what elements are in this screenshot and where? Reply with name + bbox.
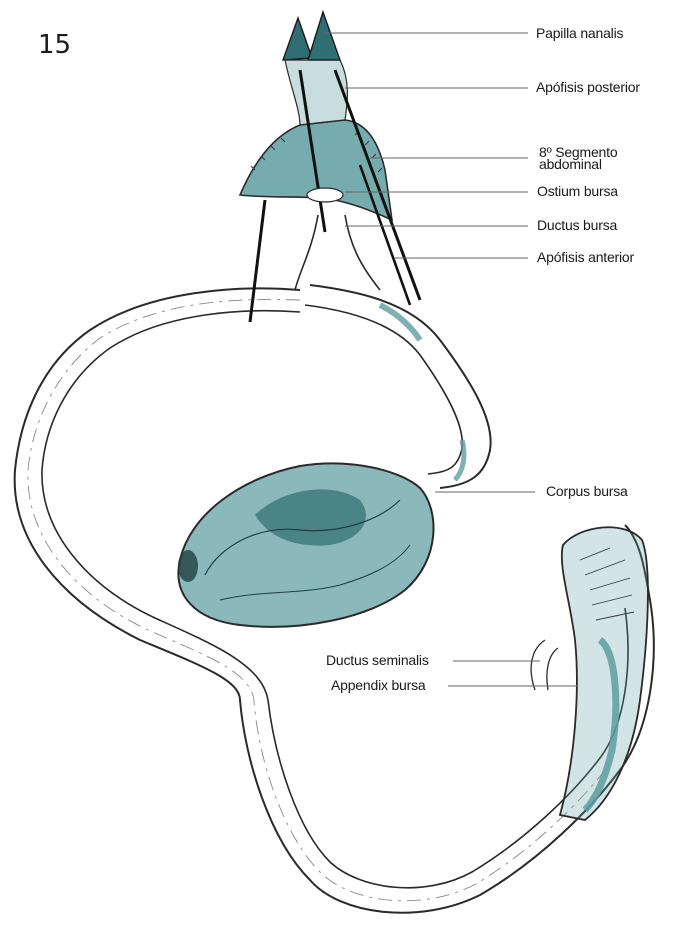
label-appendix-bursa: Appendix bursa [331,677,426,693]
ductus-loop-stain [380,305,420,340]
corpus-bursa-dark-spot [178,550,198,582]
ductus-loop-inner [305,305,462,474]
label-apofisis-posterior: Apófisis posterior [536,79,640,95]
posterior-segments [285,60,347,125]
corpus-bursa-shape [178,463,433,626]
figure-number: 15 [38,30,71,60]
label-apofisis-anterior: Apófisis anterior [537,249,634,265]
ductus-loop-stain-2 [455,440,464,480]
label-papilla-nanalis: Papilla nanalis [536,25,623,41]
label-corpus-bursa: Corpus bursa [546,483,628,499]
label-segmento-abdominal: 8º Segmento abdominal [539,146,617,170]
ostium-bursa-opening [307,188,343,202]
papilla-analis-right [308,12,340,60]
label-ostium-bursa: Ostium bursa [537,183,618,199]
papilla-analis-left [283,18,312,60]
apophysis-anterior-left [250,200,265,322]
label-ductus-seminalis: Ductus seminalis [326,652,429,668]
label-ductus-bursa: Ductus bursa [537,217,617,233]
ductus-seminalis-shape [531,640,558,690]
